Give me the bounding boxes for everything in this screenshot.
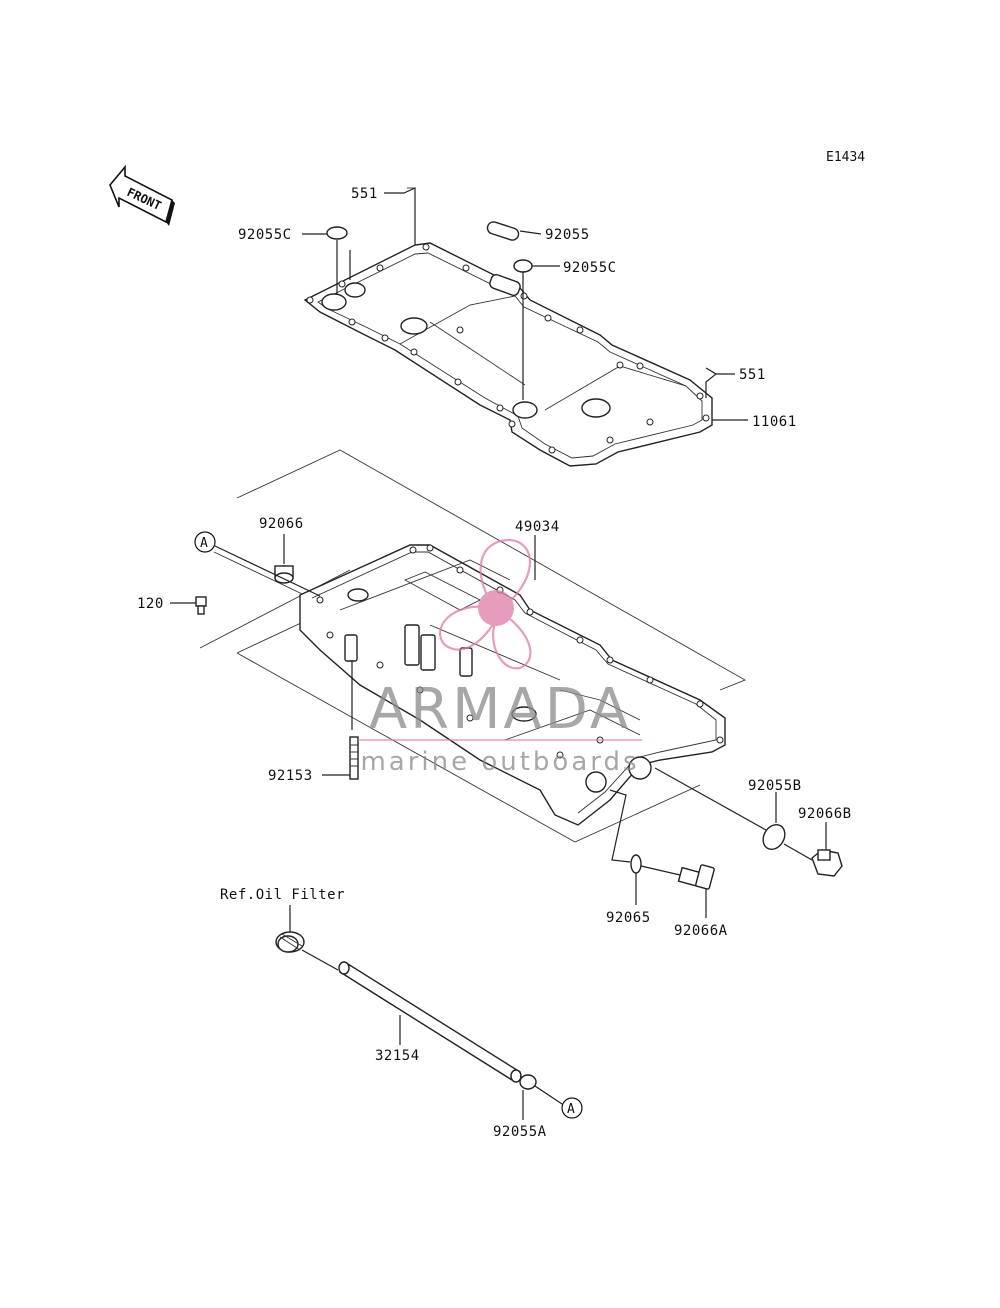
label-92066A: 92066A: [674, 923, 728, 939]
o-ring-92055C-left: [326, 226, 348, 240]
front-arrow-icon: FRONT: [109, 164, 175, 226]
label-92055A: 92055A: [493, 1124, 547, 1140]
label-92055C-left: 92055C: [238, 227, 292, 243]
plug-92066A: [677, 864, 715, 890]
label-92055C-right: 92055C: [563, 260, 617, 276]
oil-pan-49034: [199, 449, 747, 843]
o-ring-92055C-right: [513, 259, 533, 273]
label-120: 120: [137, 596, 164, 612]
label-92066: 92066: [259, 516, 304, 532]
label-92066B: 92066B: [798, 806, 852, 822]
gasket-11061: [303, 242, 713, 467]
pipe-32154: [338, 961, 522, 1083]
washer-92065: [630, 854, 642, 874]
bolt-120: [195, 596, 207, 615]
label-92055B: 92055B: [748, 778, 802, 794]
watermark-tagline: marine outboards: [360, 747, 639, 777]
stud-92153: [349, 736, 359, 780]
label-49034: 49034: [515, 519, 560, 535]
label-11061: 11061: [752, 414, 797, 430]
label-551-right: 551: [739, 367, 766, 383]
armada-watermark: ARMADA marine outboards: [358, 538, 642, 777]
oil-filter-ref: [275, 931, 305, 953]
watermark-brand: ARMADA: [369, 677, 631, 742]
callout-a-top: [194, 531, 216, 553]
label-32154: 32154: [375, 1048, 420, 1064]
label-551-top: 551: [351, 186, 378, 202]
label-ref-oil-filter: Ref.Oil Filter: [220, 887, 345, 903]
o-ring-92055B: [762, 823, 786, 851]
label-92153: 92153: [268, 768, 313, 784]
plug-92066B: [811, 849, 843, 877]
o-ring-92055A: [519, 1074, 537, 1090]
label-92055: 92055: [545, 227, 590, 243]
callout-a-top-letter: A: [200, 536, 208, 551]
propeller-logo-icon: [439, 538, 532, 670]
label-92065: 92065: [606, 910, 651, 926]
plug-92066: [274, 565, 294, 584]
callout-a-bottom: [561, 1097, 583, 1119]
callout-a-bottom-letter: A: [567, 1102, 575, 1117]
diagram-code: E1434: [826, 150, 865, 165]
o-ring-92055: [486, 221, 520, 241]
